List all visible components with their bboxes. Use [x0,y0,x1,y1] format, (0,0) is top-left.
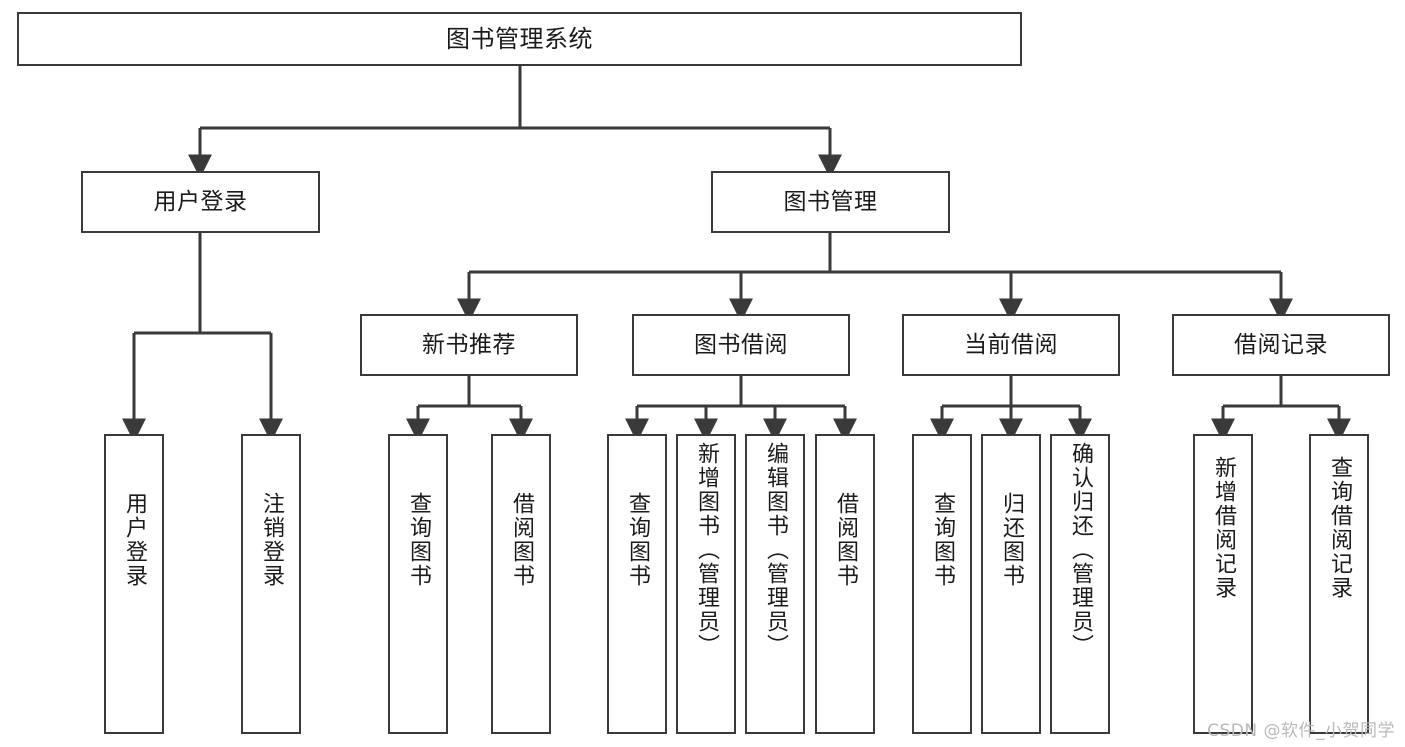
node-label: 用户登录 [121,492,147,588]
node-leaf-borrow-book-2[interactable]: 借阅图书 [815,434,875,734]
node-borrow-record[interactable]: 借阅记录 [1172,314,1390,376]
node-root-system[interactable]: 图书管理系统 [17,12,1022,66]
node-leaf-query-book-1[interactable]: 查询图书 [388,434,448,734]
node-label: 图书管理系统 [446,25,593,53]
node-leaf-add-borrow-record[interactable]: 新增借阅记录 [1193,434,1253,734]
node-label: 借阅图书 [508,492,534,588]
node-leaf-add-book-admin[interactable]: 新增图书（管理员） [676,434,736,734]
node-new-book-recommend[interactable]: 新书推荐 [360,314,578,376]
node-leaf-user-logout[interactable]: 注销登录 [241,434,301,734]
node-book-borrow[interactable]: 图书借阅 [632,314,850,376]
node-book-manage[interactable]: 图书管理 [711,171,950,233]
node-label: 新增借阅记录 [1210,456,1236,600]
node-label: 查询借阅记录 [1326,456,1352,600]
node-label: 新书推荐 [422,331,516,358]
node-label: 归还图书 [998,492,1024,588]
node-leaf-user-login[interactable]: 用户登录 [104,434,164,734]
node-label: 查询图书 [405,492,431,588]
node-leaf-edit-book-admin[interactable]: 编辑图书（管理员） [745,434,805,734]
node-leaf-query-book-2[interactable]: 查询图书 [607,434,667,734]
node-label: 借阅记录 [1234,331,1328,358]
node-label: 图书管理 [783,188,878,215]
node-leaf-return-book[interactable]: 归还图书 [981,434,1041,734]
node-user-login[interactable]: 用户登录 [81,171,320,233]
node-label: 注销登录 [258,492,284,588]
node-label: 编辑图书（管理员） [762,442,788,658]
node-leaf-query-borrow-record[interactable]: 查询借阅记录 [1309,434,1369,734]
node-label: 借阅图书 [832,492,858,588]
node-label: 查询图书 [624,492,650,588]
node-label: 图书借阅 [694,331,788,358]
node-label: 确认归还（管理员） [1067,442,1093,658]
node-label: 当前借阅 [964,331,1058,358]
watermark: CSDN @软件_小贺同学 [1207,721,1395,741]
node-leaf-query-book-3[interactable]: 查询图书 [912,434,972,734]
node-leaf-borrow-book-1[interactable]: 借阅图书 [491,434,551,734]
node-label: 用户登录 [153,188,248,215]
node-label: 新增图书（管理员） [693,442,719,658]
node-current-borrow[interactable]: 当前借阅 [902,314,1120,376]
node-label: 查询图书 [929,492,955,588]
node-leaf-confirm-return-admin[interactable]: 确认归还（管理员） [1050,434,1110,734]
